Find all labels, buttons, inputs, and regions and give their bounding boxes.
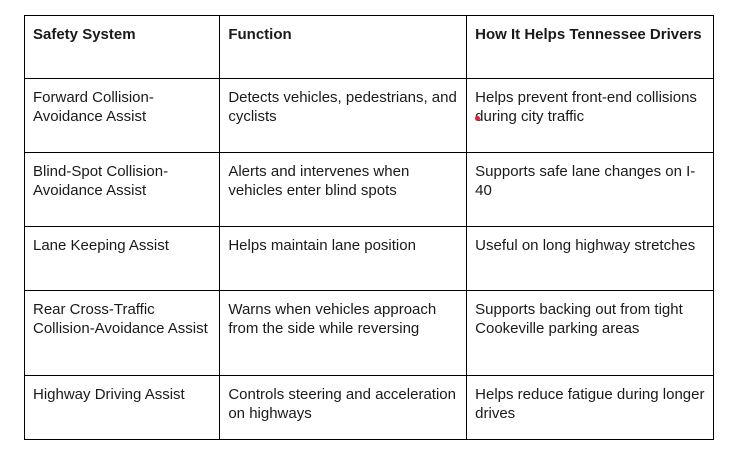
table-row: Forward Collision-Avoidance Assist Detec… <box>23 78 714 153</box>
safety-systems-table: Safety System Function How It Helps Tenn… <box>23 15 714 440</box>
cell-how-it-helps: Supports backing out from tight Cookevil… <box>466 290 714 376</box>
header-safety-system: Safety System <box>23 15 221 79</box>
cell-safety-system: Rear Cross-Traffic Collision-Avoidance A… <box>23 290 221 376</box>
cell-how-it-helps: Helps prevent front-end collisions durin… <box>466 78 714 153</box>
table-header-row: Safety System Function How It Helps Tenn… <box>23 15 714 79</box>
table-row: Blind-Spot Collision-Avoidance Assist Al… <box>23 152 714 227</box>
cell-how-it-helps: Supports safe lane changes on I-40 <box>466 152 714 227</box>
cell-how-it-helps: Helps reduce fatigue during longer drive… <box>466 375 714 440</box>
cell-function: Helps maintain lane position <box>219 226 468 291</box>
table-row: Highway Driving Assist Controls steering… <box>23 375 714 440</box>
cell-function: Alerts and intervenes when vehicles ente… <box>219 152 468 227</box>
cell-safety-system: Blind-Spot Collision-Avoidance Assist <box>23 152 221 227</box>
table-row: Rear Cross-Traffic Collision-Avoidance A… <box>23 290 714 376</box>
cell-function: Warns when vehicles approach from the si… <box>219 290 468 376</box>
header-how-it-helps: How It Helps Tennessee Drivers <box>466 15 714 79</box>
cell-safety-system: Lane Keeping Assist <box>23 226 221 291</box>
cell-function: Detects vehicles, pedestrians, and cycli… <box>219 78 468 153</box>
table-row: Lane Keeping Assist Helps maintain lane … <box>23 226 714 291</box>
cursor-marker-dot <box>475 116 480 121</box>
cell-safety-system: Highway Driving Assist <box>23 375 221 440</box>
cell-how-it-helps: Useful on long highway stretches <box>466 226 714 291</box>
cell-safety-system: Forward Collision-Avoidance Assist <box>23 78 221 153</box>
header-function: Function <box>219 15 468 79</box>
cell-function: Controls steering and acceleration on hi… <box>219 375 468 440</box>
